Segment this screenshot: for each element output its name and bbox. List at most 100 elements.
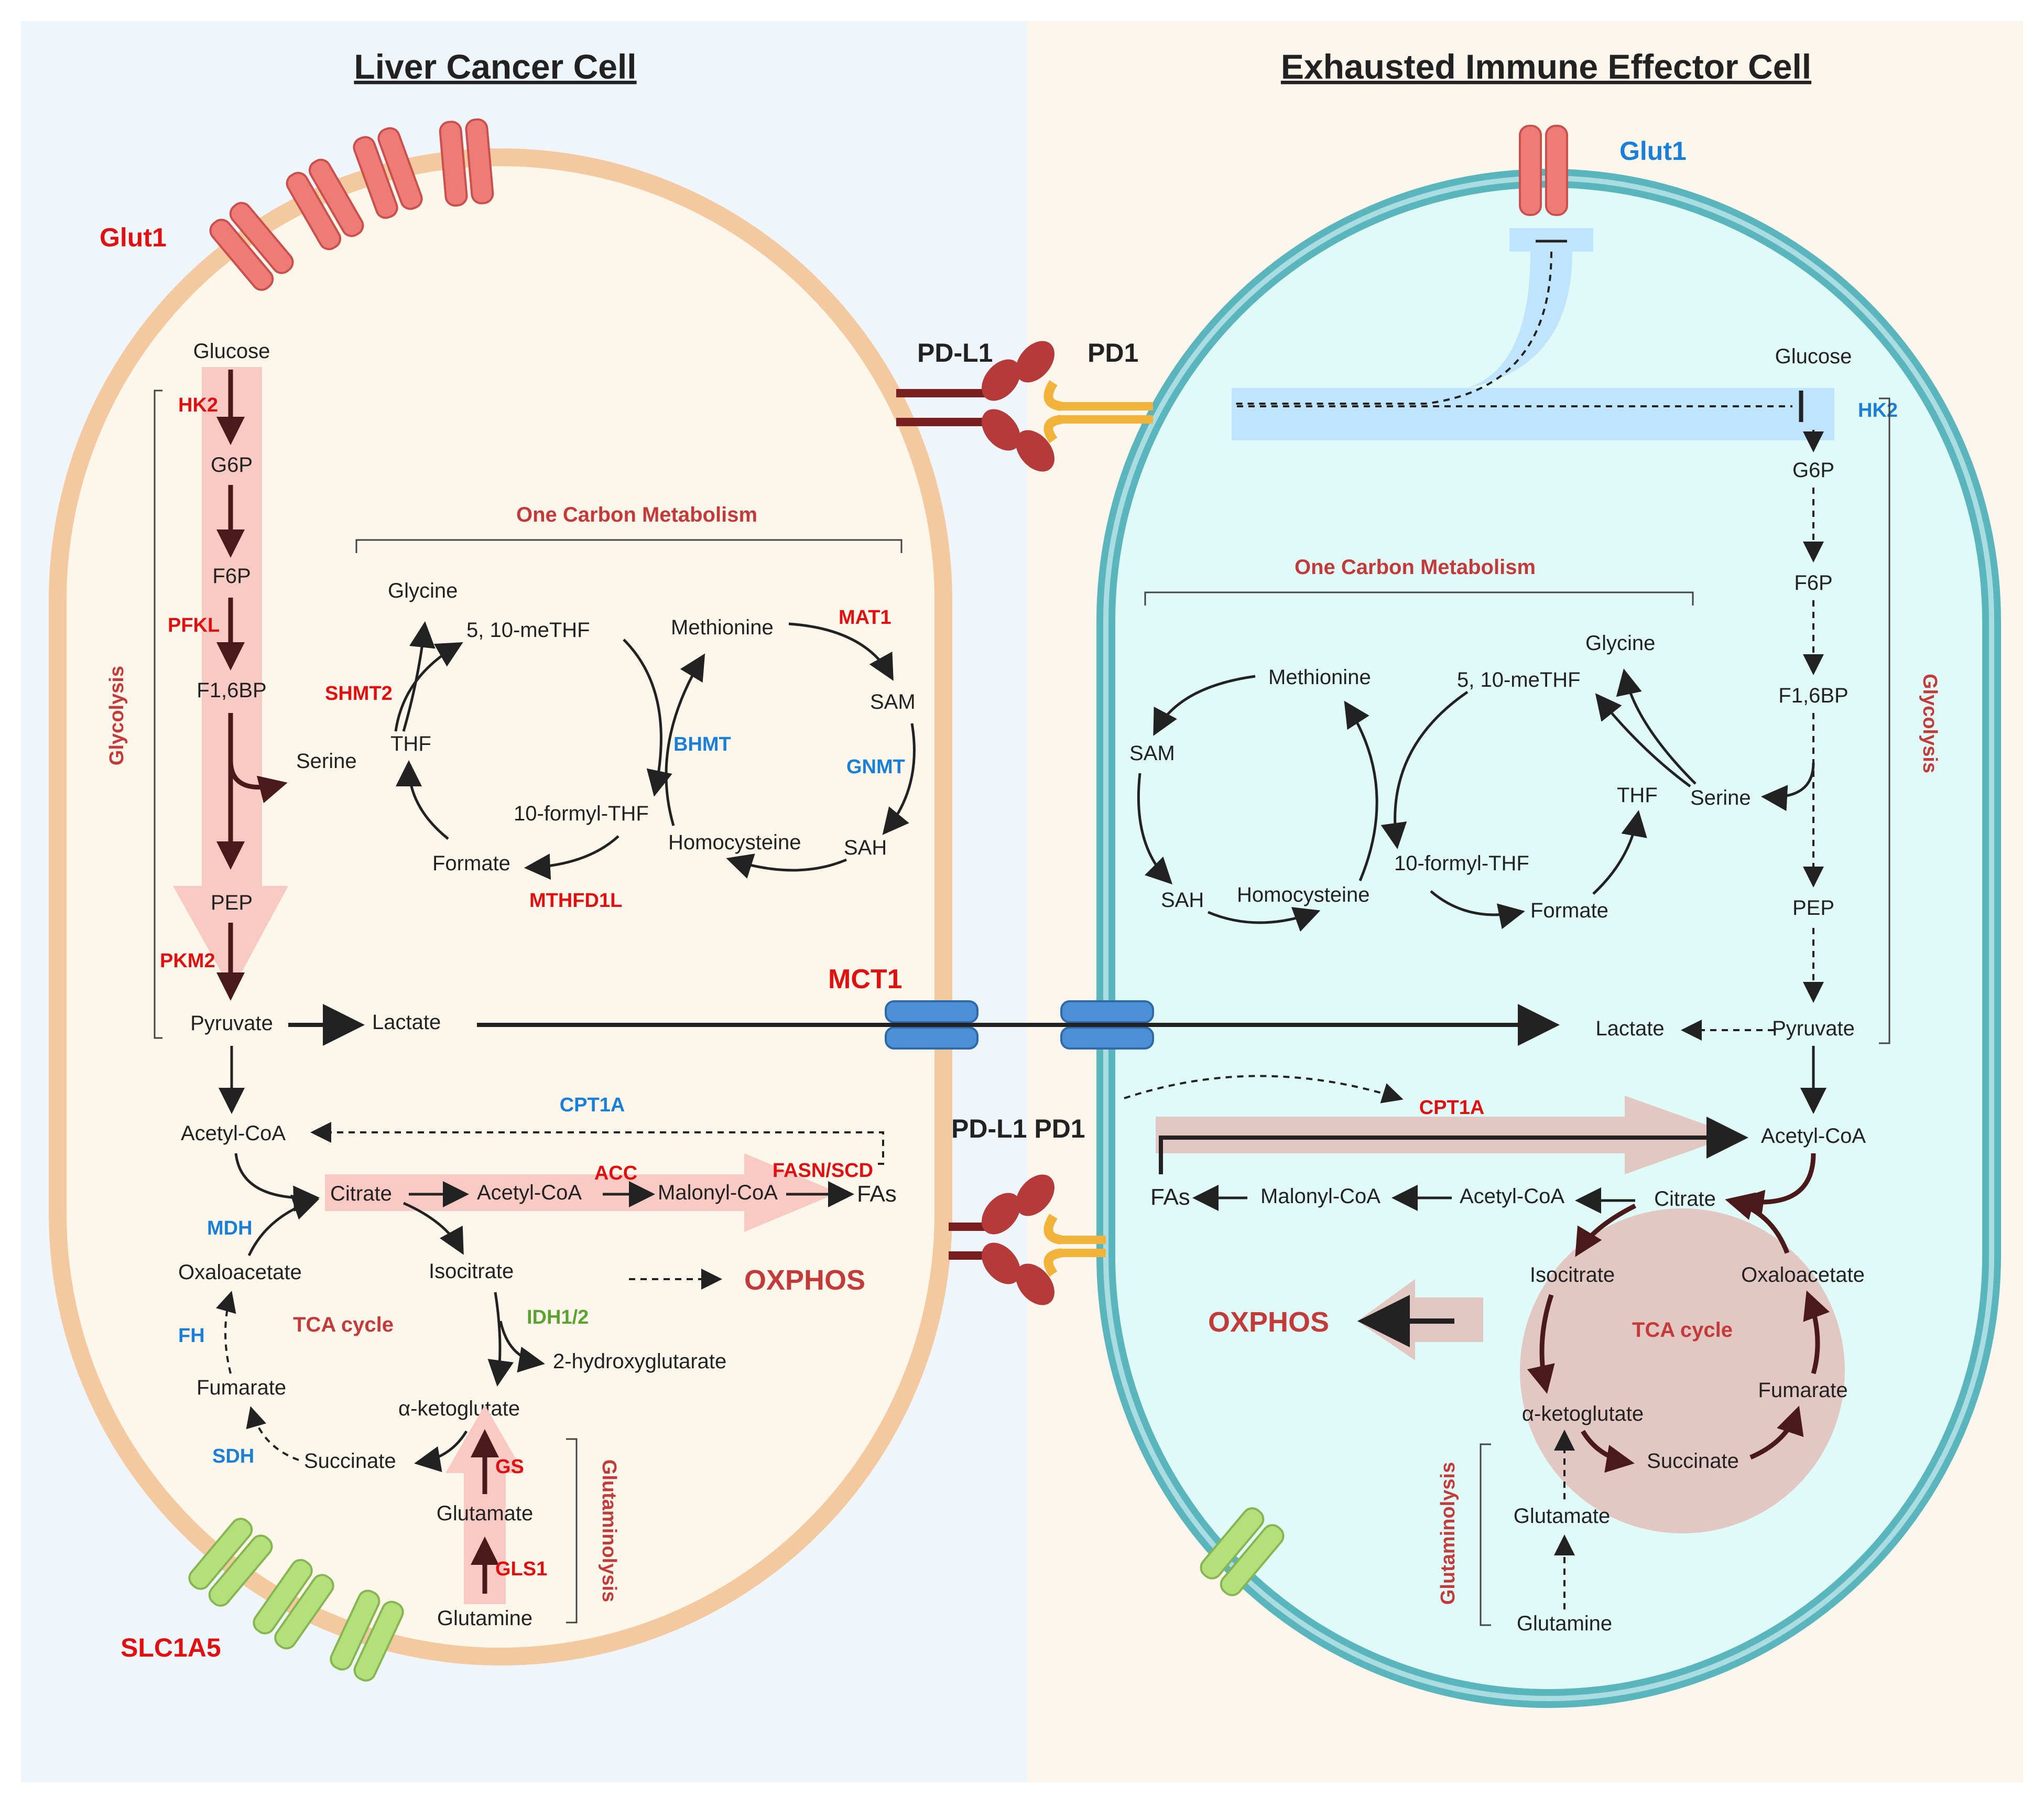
- one-carbon-bracket-left: [355, 539, 903, 553]
- f6p-right: F6P: [1794, 571, 1832, 594]
- glycolysis-bracket-right: [1879, 397, 1890, 1044]
- arrow-to-glycine-left: [402, 621, 436, 732]
- sam-left: SAM: [870, 690, 916, 713]
- akg-left: α-ketoglutate: [398, 1397, 520, 1420]
- glutamate-right: Glutamate: [1514, 1505, 1611, 1528]
- arrow-succinate-fumarate-right: [1749, 1405, 1804, 1460]
- pyruvate-right: Pyruvate: [1772, 1017, 1855, 1040]
- acetylcoa2-left: Acetyl-CoA: [477, 1181, 582, 1204]
- tca-label-right: TCA cycle: [1632, 1318, 1733, 1342]
- citrate-left: Citrate: [330, 1182, 392, 1205]
- slc1a5-transporters: [188, 1518, 404, 1682]
- arrow-fas-acetylcoa-right: [1159, 1117, 1748, 1174]
- sah-right: SAH: [1161, 889, 1204, 912]
- glut1-transporter-right: [1519, 125, 1568, 216]
- glucose-left: Glucose: [193, 340, 270, 363]
- cpt1a-right: CPT1A: [1419, 1097, 1485, 1119]
- arrow-sam-sah-left: [882, 723, 916, 835]
- glut1-label-right: Glut1: [1619, 136, 1687, 166]
- glutaminolysis-label-right: Glutaminolysis: [1437, 1462, 1459, 1605]
- acetylcoa2-right: Acetyl-CoA: [1460, 1185, 1564, 1208]
- glutamate-left: Glutamate: [437, 1502, 534, 1525]
- tca-circle-right: [1520, 1208, 1845, 1533]
- oxphos-left: OXPHOS: [744, 1264, 865, 1296]
- methf-left: 5, 10-meTHF: [466, 619, 590, 642]
- tca-label-left: TCA cycle: [293, 1313, 394, 1336]
- citrate-right: Citrate: [1654, 1187, 1716, 1210]
- glutaminolysis-label-left: Glutaminolysis: [598, 1459, 620, 1602]
- arrow-isocitrate-akg-left: [487, 1292, 514, 1387]
- fao-highlight-right: [1156, 1096, 1735, 1174]
- glutamine-left: Glutamine: [437, 1607, 532, 1630]
- gls1-left: GLS1: [495, 1558, 547, 1580]
- formylthf-left: 10-formyl-THF: [514, 802, 649, 825]
- arrow-sah-homocysteine-right: [1208, 907, 1321, 932]
- arrow-serine-glycine-right: [1616, 668, 1697, 785]
- malonylcoa-right: Malonyl-CoA: [1260, 1185, 1380, 1208]
- arrow-fas-acetylcoa-left: [310, 1122, 884, 1165]
- arrow-akg-succinate-right: [1581, 1430, 1635, 1473]
- formylthf-right: 10-formyl-THF: [1394, 852, 1529, 875]
- glut1-label-left: Glut1: [100, 223, 167, 252]
- akg-right: α-ketoglutate: [1522, 1402, 1644, 1425]
- arrow-sam-sah-right: [1137, 773, 1173, 885]
- glutamine-right: Glutamine: [1517, 1612, 1612, 1635]
- fasn-left: FASN/SCD: [773, 1160, 873, 1182]
- oxphos-right: OXPHOS: [1208, 1306, 1329, 1338]
- hk2-right: HK2: [1858, 399, 1898, 421]
- glutaminolysis-bracket-left: [566, 1438, 578, 1624]
- arrow-succinate-fumarate-left: [246, 1406, 299, 1461]
- methionine-right: Methionine: [1268, 666, 1371, 689]
- pfkl-left: PFKL: [168, 614, 220, 636]
- arrow-fumarate-oaa-right: [1803, 1290, 1830, 1375]
- fa-synthesis-highlight-left: [325, 1153, 839, 1232]
- one-carbon-label-left: One Carbon Metabolism: [516, 503, 757, 526]
- glutaminolysis-bracket-right: [1480, 1443, 1491, 1626]
- fumarate-left: Fumarate: [197, 1376, 286, 1399]
- acc-left: ACC: [594, 1162, 637, 1184]
- pdl1-pd1-top: [896, 341, 1153, 472]
- fumarate-right: Fumarate: [1758, 1379, 1847, 1402]
- thf-right: THF: [1617, 784, 1658, 807]
- pdl1-pd1-label-bottom: PD-L1 PD1: [951, 1114, 1085, 1143]
- homocysteine-right: Homocysteine: [1237, 883, 1369, 906]
- glutaminolysis-highlight-left: [445, 1405, 524, 1604]
- arrow-to-serine-right: [1761, 762, 1815, 812]
- pep-right: PEP: [1792, 896, 1834, 920]
- arrow-oaa-citrate-left: [247, 1194, 320, 1257]
- arrow-formate-thf-left: [396, 760, 449, 840]
- cpt1a-left: CPT1A: [560, 1094, 625, 1116]
- arrow-serine-methf-right: [1595, 693, 1691, 788]
- 2hg-left: 2-hydroxyglutarate: [553, 1350, 726, 1373]
- mat1-left: MAT1: [839, 607, 891, 629]
- succinate-left: Succinate: [304, 1450, 396, 1473]
- fas-right: FAs: [1150, 1184, 1190, 1210]
- slc1a5-transporter-right: [1200, 1507, 1285, 1596]
- fas-left: FAs: [857, 1181, 897, 1207]
- arrow-formate-thf-right: [1592, 810, 1647, 895]
- arrow-homocysteine-methionine-right: [1344, 700, 1378, 881]
- glut1-transporters-left: [209, 118, 494, 291]
- oxaloacetate-left: Oxaloacetate: [178, 1261, 302, 1284]
- lactate-right: Lactate: [1595, 1017, 1664, 1040]
- pdl1-pd1-bottom: [949, 1174, 1106, 1305]
- pyruvate-left: Pyruvate: [190, 1012, 273, 1035]
- one-carbon-bracket-right: [1144, 591, 1694, 605]
- lactate-left: Lactate: [372, 1011, 441, 1034]
- arrow-oaa-citrate-right: [1725, 1192, 1790, 1254]
- pd1-inhibition-signal: [1232, 228, 1834, 440]
- glucose-right: Glucose: [1775, 345, 1852, 368]
- fh-left: FH: [178, 1325, 205, 1347]
- glycolysis-label-left: Glycolysis: [106, 666, 128, 765]
- isocitrate-right: Isocitrate: [1530, 1263, 1615, 1286]
- gnmt-left: GNMT: [846, 756, 905, 778]
- f16bp-right: F1,6BP: [1778, 684, 1848, 707]
- f6p-left: F6P: [212, 565, 251, 588]
- arrow-to-cpt1a-right: [1124, 1075, 1404, 1104]
- serine-left: Serine: [296, 750, 357, 773]
- g6p-right: G6P: [1792, 459, 1834, 482]
- mdh-left: MDH: [207, 1217, 253, 1239]
- glycine-left: Glycine: [388, 579, 458, 602]
